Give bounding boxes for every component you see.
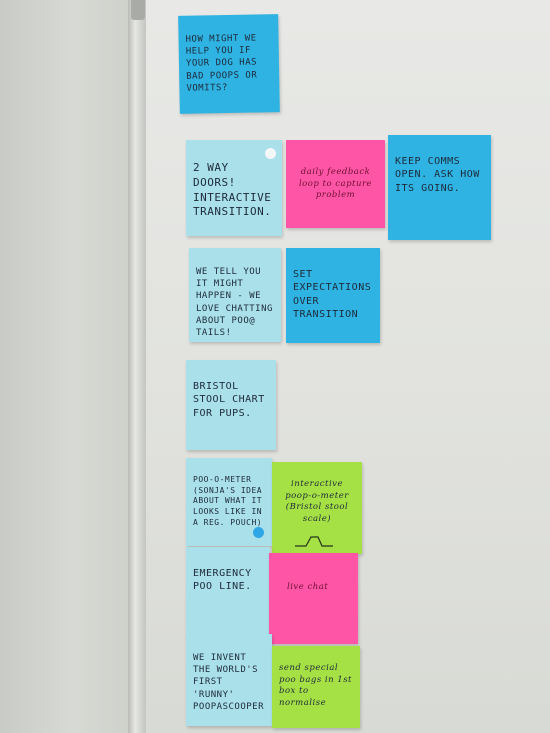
door-frame <box>128 0 146 733</box>
sticky-note-dog-poops: How might we help you if your dog has ba… <box>178 14 280 114</box>
sticky-note-set-expectations: Set expectations over transition <box>286 248 380 343</box>
sticky-note-keep-comms: Keep comms open. Ask how its going. <box>388 135 491 240</box>
sticky-note-poo-o-meter: Poo-o-meter (Sonja's idea about what it … <box>186 458 272 546</box>
note-text: We tell you it might happen - we love ch… <box>196 267 273 338</box>
note-text: 2 way doors! Interactive transition. <box>193 160 272 219</box>
door-hinge <box>131 0 145 20</box>
sticky-note-we-tell-you: We tell you it might happen - we love ch… <box>189 248 281 342</box>
graph-sketch-icon <box>295 536 333 547</box>
note-text: send special poo bags in 1st box to norm… <box>279 663 352 708</box>
note-text: How might we help you if your dog has ba… <box>185 33 258 94</box>
sticky-note-live-chat: live chat <box>269 553 358 644</box>
note-text: live chat <box>287 582 329 593</box>
sticky-note-bristol-stool: Bristol stool chart for pups. <box>186 360 276 450</box>
note-text: Poo-o-meter (Sonja's idea about what it … <box>193 474 263 527</box>
sticky-note-emergency-poo: Emergency poo line. <box>186 547 270 637</box>
note-text: Keep comms open. Ask how its going. <box>395 155 480 194</box>
note-text: daily feedback loop to capture problem <box>298 167 373 201</box>
sticker-dot <box>265 148 276 159</box>
note-text: Bristol stool chart for pups. <box>193 380 265 419</box>
sticker-dot <box>253 527 264 538</box>
sticky-note-interactive-poop: interactive poop-o-meter (Bristol stool … <box>272 462 362 554</box>
sticky-note-special-poo-bags: send special poo bags in 1st box to norm… <box>272 646 360 728</box>
note-text: Emergency poo line. <box>193 567 252 593</box>
sticky-note-two-way-doors: 2 way doors! Interactive transition. <box>186 140 282 236</box>
note-text: We invent the world's first 'runny' poop… <box>193 653 265 712</box>
sticky-note-daily-feedback: daily feedback loop to capture problem <box>286 140 385 228</box>
note-text: interactive poop-o-meter (Bristol stool … <box>285 479 349 524</box>
note-text: Set expectations over transition <box>293 268 372 321</box>
sticky-note-we-invent: We invent the world's first 'runny' poop… <box>186 634 272 726</box>
wall-left <box>0 0 128 733</box>
